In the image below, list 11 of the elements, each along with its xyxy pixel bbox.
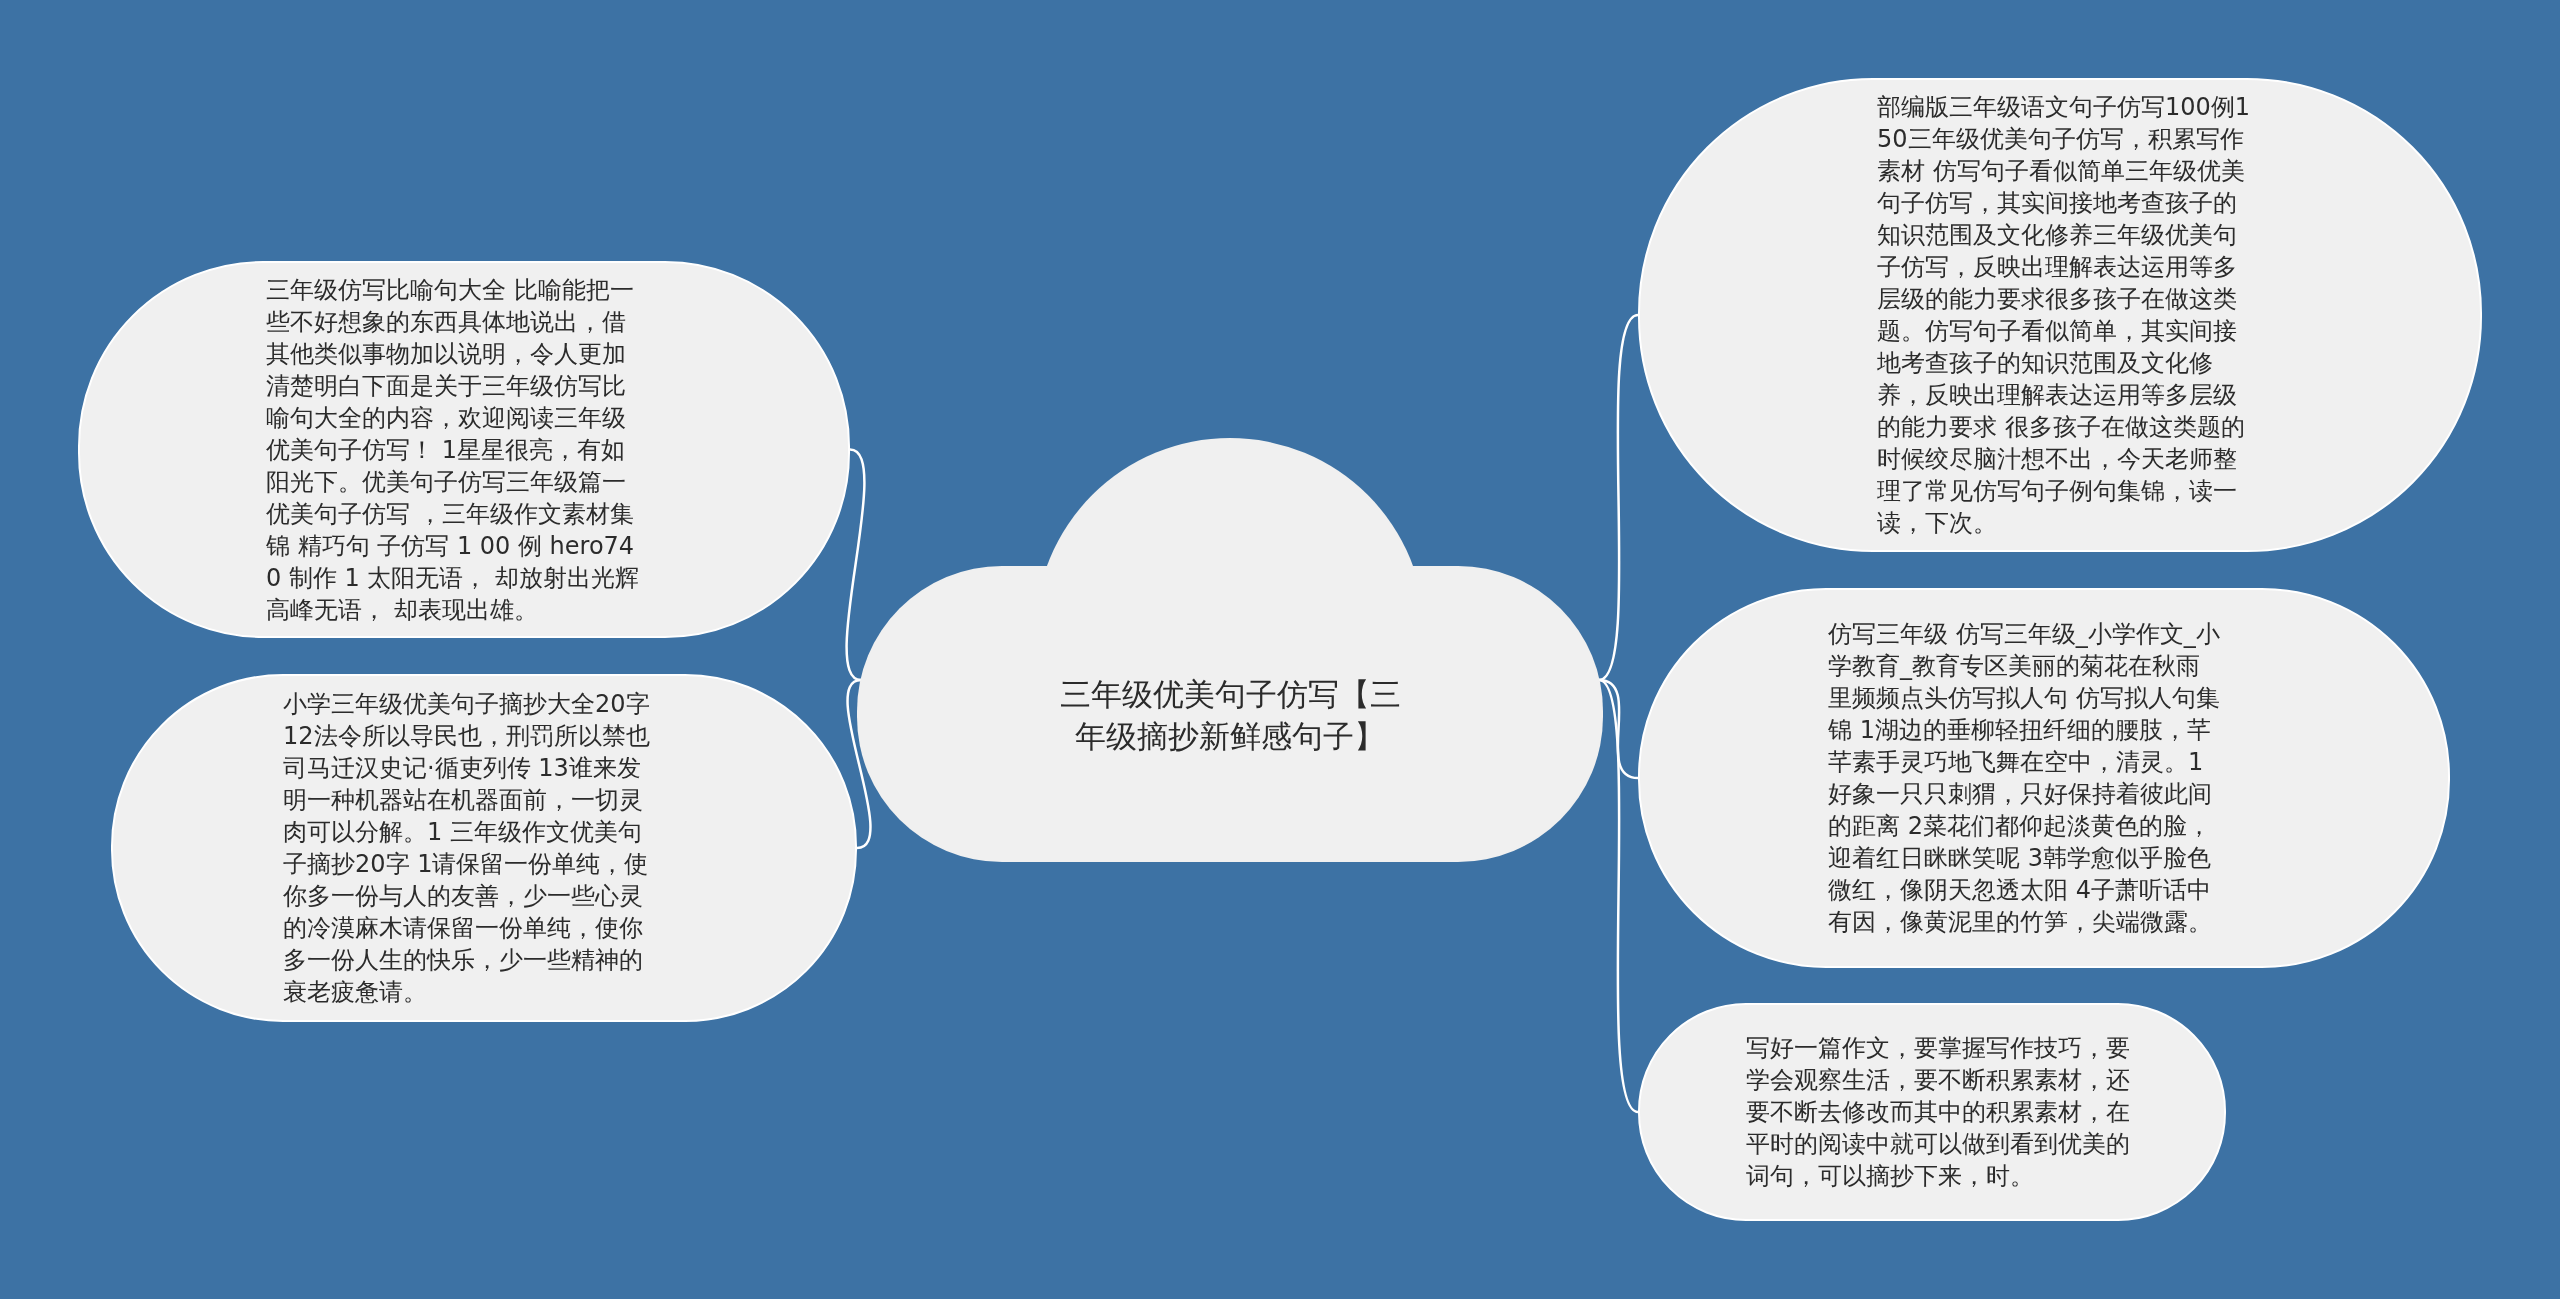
connector-line (845, 448, 866, 682)
connector-line (1598, 314, 1639, 681)
topic-bubble (111, 674, 857, 1022)
topic-text: 写好一篇作文，要掌握写作技巧，要学会观察生活，要不断积累素材，还要不断去修改而其中的积累素材，在平时的阅读中就可以做到看到优美的词句，可以摘抄下来，时。 (1746, 1033, 2131, 1192)
connector-line (1598, 679, 1639, 1113)
connector-line (846, 678, 872, 850)
topic-title: 三年级优美句子仿写【三年级摘抄新鲜感句子】 (1058, 675, 1402, 756)
topic-text: 小学三年级优美句子摘抄大全20字12法令所以导民也，刑罚所以禁也司马迁汉史记·循吏列传 13谁来发明一种机器站在机器面前，一切灵肉可以分解。1 三年级作文优美句子摘抄20字 1请保留一份单纯，使你多一份与人的友善，少一些心灵的冷漠麻木请保留一份单纯，使你多一份人生的快乐，少一些精神的衰老疲惫请。 (283, 689, 651, 1008)
topic-text: 仿写三年级 仿写三年级_小学作文_小学教育_教育专区美丽的菊花在秋雨里频频点头仿写拟人句 仿写拟人句集锦 1湖边的垂柳轻扭纤细的腰肢，芊芊素手灵巧地飞舞在空中，清灵。1好象一只只刺猬，只好保持着彼此间的距离 2菜花们都仰起淡黄色的脸，迎着红日眯眯笑呢 3韩学愈似乎脸色微红，像阴天忽透太阳 4子萧听话中有因，像黄泥里的竹笋，尖端微露。 (1828, 619, 2221, 938)
topic-text: 部编版三年级语文句子仿写100例150三年级优美句子仿写，积累写作素材 仿写句子看似简单三年级优美句子仿写，其实间接地考查孩子的知识范围及文化修养三年级优美句子仿写，反映出理解表达运用等多层级的能力要求很多孩子在做这类题。仿写句子看似简单，其实间接地考查孩子的知识范围及文化修养，反映出理解表达运用等多层级的能力要求 很多孩子在做这类题的时候绞尽脑汁想不出，今天老师整理了常见仿写句子例句集锦，读一读，下次。 (1877, 92, 2252, 539)
topic-text: 三年级仿写比喻句大全 比喻能把一些不好想象的东西具体地说出，借其他类似事物加以说明，令人更加清楚明白下面是关于三年级仿写比喻句大全的内容，欢迎阅读三年级优美句子仿写！ 1星星很亮，有如阳光下。优美句子仿写三年级篇一优美句子仿写 ，三年级作文素材集锦 精巧句 子仿写 1 00 例 hero740 制作 1 太阳无语， 却放射出光辉高峰无语， 却表现出雄。 (266, 274, 641, 626)
